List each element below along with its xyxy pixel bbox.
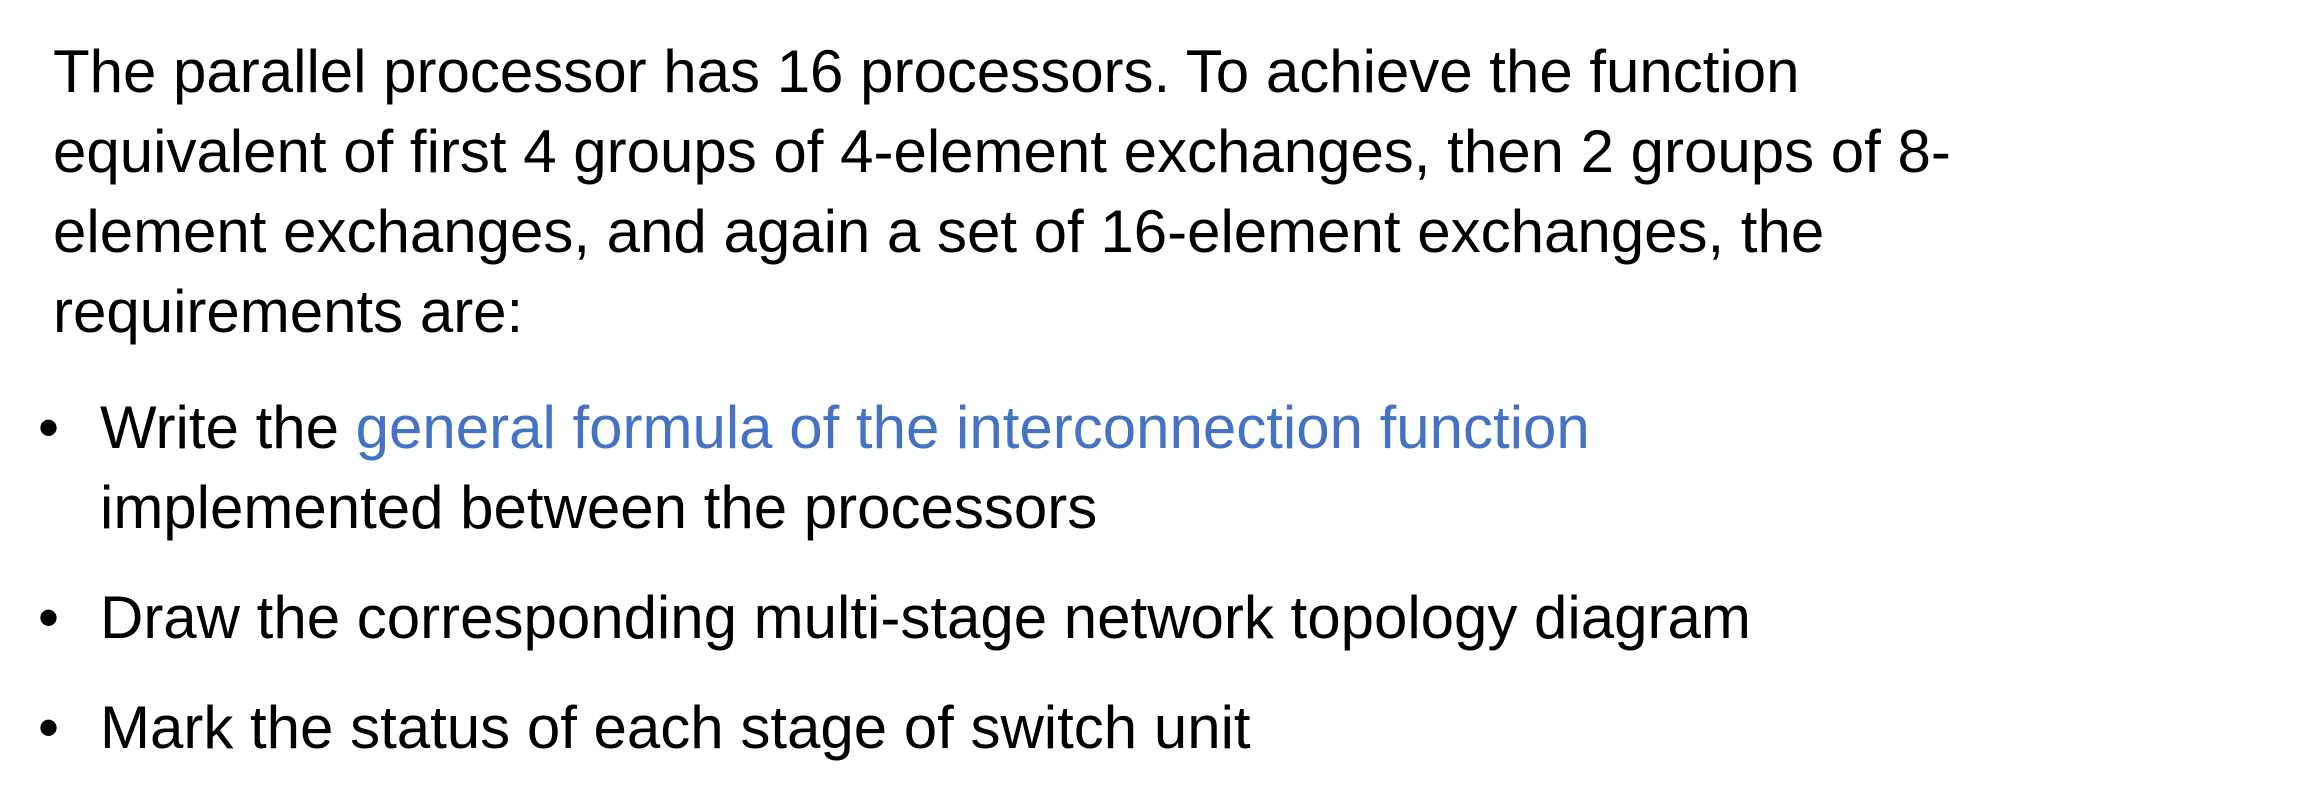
requirement-item: • Draw the corresponding multi-stage net… <box>38 578 1751 658</box>
requirement-item: • Write the general formula of the inter… <box>38 388 1751 548</box>
intro-line: requirements are: <box>53 278 524 345</box>
highlighted-text: general formula of the interconnection f… <box>355 394 1590 461</box>
requirement-text: Draw the corresponding multi-stage netwo… <box>100 584 1751 651</box>
requirement-item: • Mark the status of each stage of switc… <box>38 688 1751 768</box>
requirements-list: • Write the general formula of the inter… <box>38 388 1751 798</box>
problem-statement: The parallel processor has 16 processors… <box>53 32 1951 352</box>
bullet-icon: • <box>38 394 60 461</box>
intro-line: equivalent of first 4 groups of 4-elemen… <box>53 118 1951 185</box>
bullet-icon: • <box>38 694 60 761</box>
intro-line: element exchanges, and again a set of 16… <box>53 198 1825 265</box>
intro-line: The parallel processor has 16 processors… <box>53 38 1800 105</box>
requirement-text: Write the <box>100 394 356 461</box>
bullet-icon: • <box>38 584 60 651</box>
requirement-text: implemented between the processors <box>100 474 1098 541</box>
requirement-text: Mark the status of each stage of switch … <box>100 694 1251 761</box>
